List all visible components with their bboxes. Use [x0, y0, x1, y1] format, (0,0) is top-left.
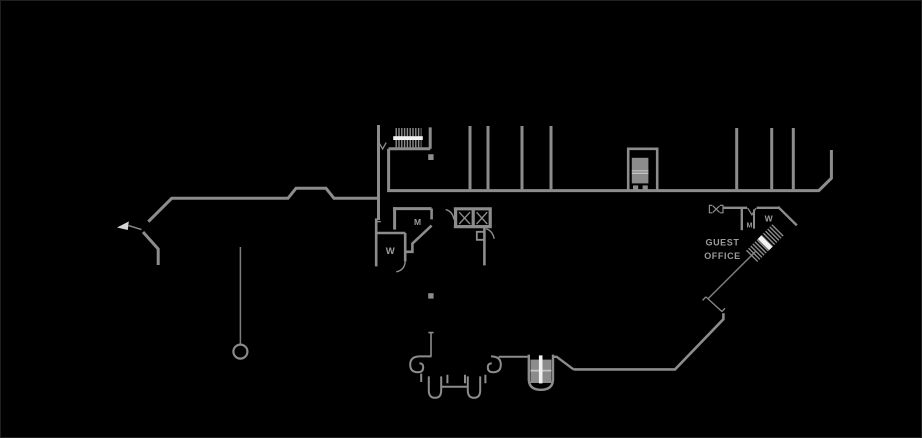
revolving-door-east-stub	[553, 355, 575, 371]
west-entry	[117, 186, 379, 265]
stair-leg	[633, 185, 639, 191]
guest-office-label-line1: GUEST	[705, 238, 739, 248]
door-swing-icon	[396, 261, 406, 273]
entry-door-line	[128, 224, 142, 231]
revolving-door	[527, 354, 575, 392]
guest-office-area: M W GUEST OFFICE	[704, 204, 798, 263]
direction-arrow-icon	[117, 221, 129, 230]
door-swing-icon	[485, 228, 495, 239]
core-mens-label: M	[414, 217, 421, 227]
promenade-south-wall	[573, 313, 725, 371]
stairs-landing-bar	[757, 235, 773, 251]
door-swing-icon	[445, 208, 455, 220]
door-swing-icon	[378, 142, 387, 151]
pole-circle-icon	[232, 343, 249, 360]
revolving-door-enclosure	[527, 354, 555, 392]
elevator-bank	[445, 207, 495, 239]
stairwell	[626, 147, 659, 191]
canopy-bay	[427, 376, 443, 399]
elevator-x-icon	[458, 211, 488, 225]
stairs-landing-bar	[393, 136, 423, 140]
corridor-column-walls	[468, 126, 795, 190]
promenade-walls	[573, 251, 756, 371]
guest-mens-label: M	[746, 223, 752, 230]
column-marker	[428, 154, 434, 160]
core-womens-label: W	[386, 246, 395, 257]
door-swing-icon	[702, 296, 726, 313]
entrance-canopy	[409, 293, 528, 399]
door-bracket-icon	[708, 204, 724, 214]
stairs-hatch-icon	[745, 223, 785, 263]
stair-rail-line	[707, 251, 756, 299]
column-marker	[428, 293, 434, 299]
canopy-ticks	[420, 373, 487, 384]
stairwell-enclosure	[626, 147, 659, 190]
guest-womens-label: W	[765, 213, 774, 223]
restroom-core: M W	[374, 207, 486, 273]
main-stairs	[378, 127, 434, 160]
stair-leg	[642, 185, 648, 191]
door-x-icon	[712, 205, 721, 213]
guest-office-label-line2: OFFICE	[704, 251, 741, 261]
revolving-door-leaf	[538, 355, 543, 384]
canopy-left-curl	[409, 355, 432, 374]
elevator-shaft-walls	[453, 207, 492, 229]
core-diagonal-wall	[406, 224, 433, 254]
core-east-notch	[475, 230, 485, 241]
entry-wall	[141, 231, 160, 265]
corridor-north-wall	[387, 148, 833, 193]
flag-pole	[232, 247, 249, 360]
canopy-bay	[466, 376, 482, 399]
stair-room-walls	[388, 127, 432, 151]
guest-diagonal-wall	[777, 205, 798, 227]
corridor-south-wall	[147, 186, 379, 223]
canopy-right-curl	[486, 355, 502, 374]
corridor-walls	[377, 125, 833, 220]
canopy-post-line	[428, 331, 434, 356]
